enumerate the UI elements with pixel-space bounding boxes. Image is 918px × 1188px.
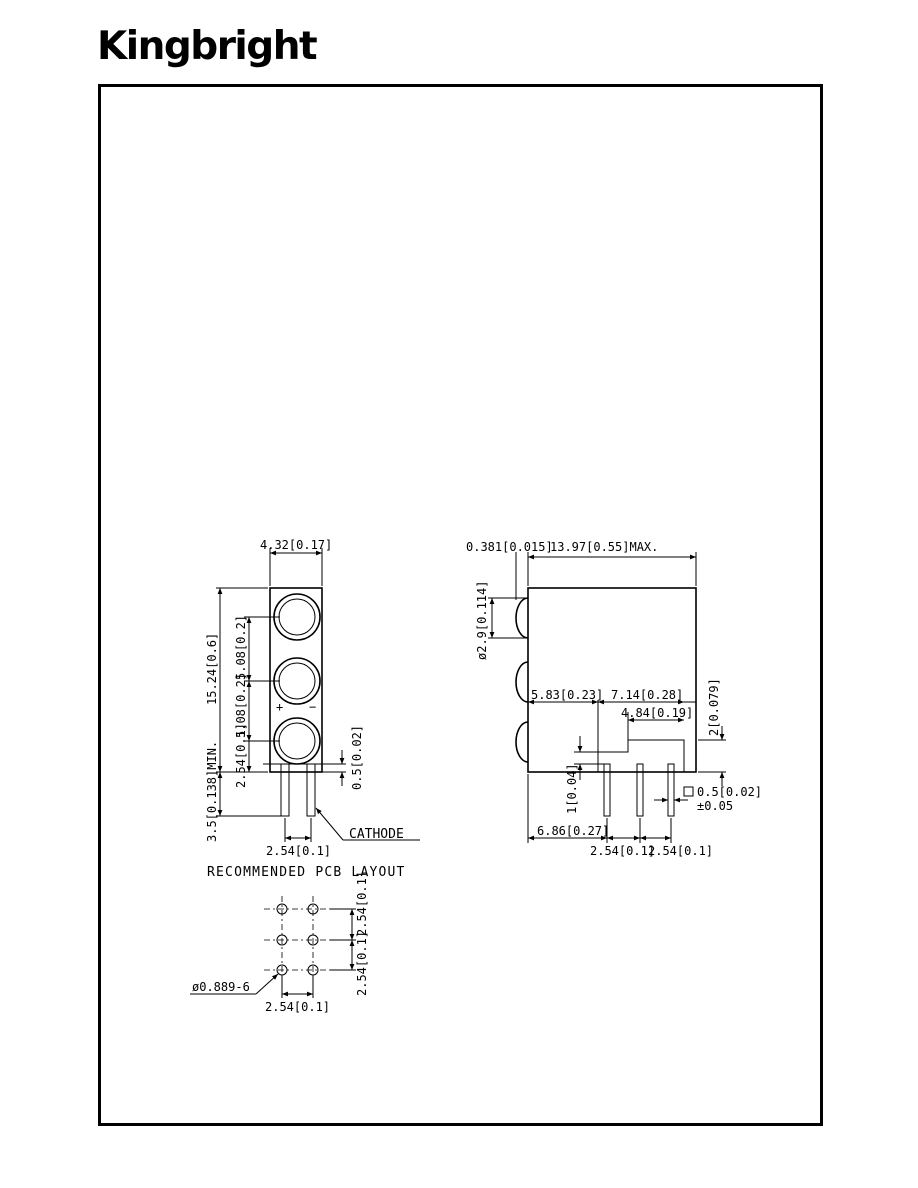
lens-bottom bbox=[273, 717, 321, 765]
side-view: 0.381[0.015] 13.97[0.55]MAX. ø2.9[0.114]… bbox=[466, 540, 762, 858]
lead-pitch-dim: 2.54[0.1] bbox=[266, 844, 331, 858]
kingbright-logo: Kingbright bbox=[97, 24, 318, 69]
side-pitch-2: 2.54[0.1] bbox=[648, 844, 713, 858]
lead-gap-dim: 0.5[0.02] bbox=[350, 725, 364, 790]
side-body bbox=[527, 587, 697, 773]
lens-dia-dim: ø2.9[0.114] bbox=[475, 581, 489, 660]
pcb-holes bbox=[276, 903, 319, 976]
lead-length-dim: 3.5[0.138]MIN. bbox=[205, 741, 219, 842]
lens-top bbox=[273, 593, 321, 641]
pcb-y-pitch-2: 2.54[0.1] bbox=[355, 931, 369, 996]
dim-f: 6.86[0.27] bbox=[537, 824, 609, 838]
front-view: + − 4.32[0.17] 15.24[0.6] 5.08[0.2] 5.08… bbox=[205, 538, 420, 858]
dome-middle bbox=[515, 661, 529, 703]
offset-dim: 0.381[0.015] bbox=[466, 540, 553, 554]
pcb-hole bbox=[276, 934, 288, 946]
dim-a: 5.83[0.23] bbox=[531, 688, 603, 702]
side-lead-1 bbox=[603, 763, 611, 817]
pcb-hole bbox=[276, 903, 288, 915]
side-lead-2 bbox=[636, 763, 644, 817]
pcb-hole bbox=[276, 964, 288, 976]
dim-b: 7.14[0.28] bbox=[611, 688, 683, 702]
pcb-layout: RECOMMENDED PCB LAYOUT 2.54[0.1] 2.54[0.… bbox=[190, 865, 406, 1014]
minus-sign: − bbox=[309, 700, 316, 714]
pcb-x-pitch: 2.54[0.1] bbox=[265, 1000, 330, 1014]
length-dim: 13.97[0.55]MAX. bbox=[550, 540, 658, 554]
square-symbol bbox=[683, 786, 694, 797]
drawing-frame bbox=[98, 84, 823, 1126]
pcb-title: RECOMMENDED PCB LAYOUT bbox=[207, 865, 406, 880]
plus-sign: + bbox=[276, 700, 283, 714]
pcb-y-pitch-1: 2.54[0.1] bbox=[355, 871, 369, 936]
pcb-hole-dim: ø0.889-6 bbox=[192, 980, 250, 994]
pitch-dim-2: 5.08[0.2] bbox=[234, 673, 248, 738]
pcb-hole bbox=[307, 964, 319, 976]
dim-e: 1[0.04] bbox=[565, 763, 579, 814]
dome-bottom bbox=[515, 721, 529, 763]
lens-middle bbox=[273, 657, 321, 705]
pcb-hole bbox=[307, 903, 319, 915]
dim-d: 2[0.079] bbox=[707, 678, 721, 736]
lead-tol: ±0.05 bbox=[697, 799, 733, 813]
front-body bbox=[269, 587, 323, 773]
cathode-label: CATHODE bbox=[349, 827, 404, 842]
pitch-dim-1: 5.08[0.2] bbox=[234, 615, 248, 680]
dim-c: 4.84[0.19] bbox=[621, 706, 693, 720]
base-offset-dim: 2.54[0.1] bbox=[234, 723, 248, 788]
lead-square-dim: 0.5[0.02] bbox=[697, 785, 762, 799]
front-height-dim: 15.24[0.6] bbox=[205, 633, 219, 705]
front-width-dim: 4.32[0.17] bbox=[260, 538, 332, 552]
side-lead-3 bbox=[667, 763, 675, 817]
side-pitch-1: 2.54[0.1] bbox=[590, 844, 655, 858]
dome-top bbox=[515, 597, 529, 639]
pcb-hole bbox=[307, 934, 319, 946]
